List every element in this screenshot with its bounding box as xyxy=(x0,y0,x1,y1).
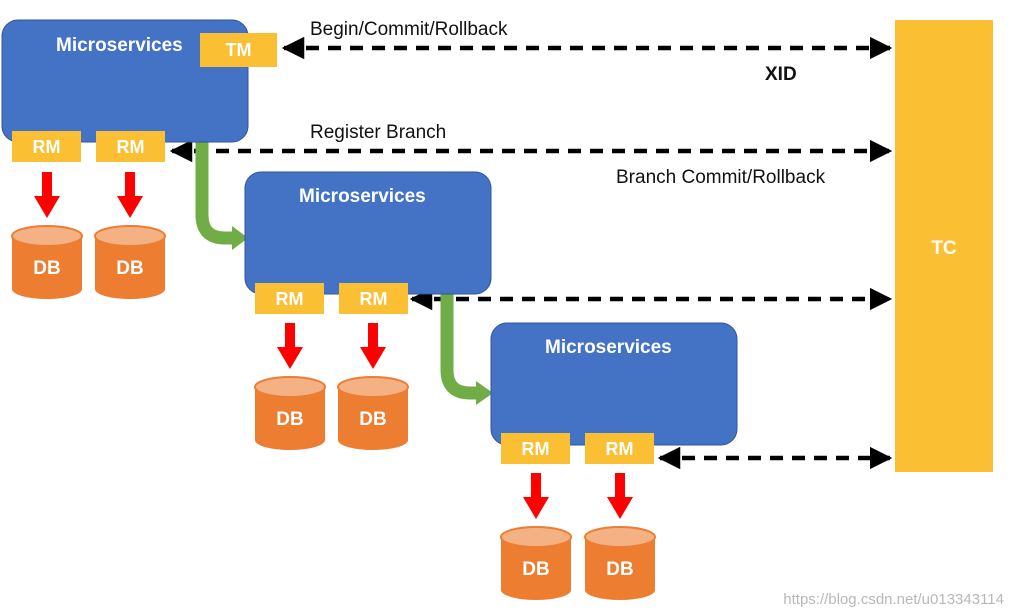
db-cylinder: DB xyxy=(337,376,409,450)
microservice-title: Microservices xyxy=(299,186,426,207)
microservice-2: Microservices RM RM DB DB xyxy=(244,171,492,450)
green-call-arrows xyxy=(195,130,493,405)
db-label: DB xyxy=(522,559,549,580)
rm-label: RM xyxy=(606,439,634,459)
rm-label: RM xyxy=(117,137,145,157)
dashed-arrows xyxy=(169,36,893,470)
microservice-3: Microservices RM RM DB DB xyxy=(490,322,738,600)
db-label: DB xyxy=(359,409,386,430)
call-arrow-2 xyxy=(440,283,480,400)
watermark: https://blog.csdn.net/u013343114 xyxy=(783,591,1004,608)
xid-label: XID xyxy=(765,64,797,85)
microservice-title: Microservices xyxy=(56,35,183,56)
call-arrow-1 xyxy=(195,130,236,245)
db-cylinder: DB xyxy=(11,225,83,299)
db-label: DB xyxy=(116,258,143,279)
db-cylinder: DB xyxy=(94,225,166,299)
tc-label: TC xyxy=(931,238,957,259)
microservice-1: Microservices TM RM RM DB DB xyxy=(1,19,277,299)
tm-label: TM xyxy=(226,40,252,60)
db-label: DB xyxy=(606,559,633,580)
register-branch-label: Register Branch xyxy=(310,122,446,143)
db-label: DB xyxy=(33,258,60,279)
branch-commit-rollback-label: Branch Commit/Rollback xyxy=(616,167,826,188)
begin-commit-rollback-label: Begin/Commit/Rollback xyxy=(310,19,508,40)
db-label: DB xyxy=(276,409,303,430)
rm-label: RM xyxy=(33,137,61,157)
microservice-title: Microservices xyxy=(545,337,672,358)
db-cylinder: DB xyxy=(254,376,326,450)
tc-box: TC xyxy=(895,20,993,472)
rm-label: RM xyxy=(276,289,304,309)
db-cylinder: DB xyxy=(584,526,656,600)
db-cylinder: DB xyxy=(500,526,572,600)
rm-label: RM xyxy=(522,439,550,459)
rm-label: RM xyxy=(360,289,388,309)
